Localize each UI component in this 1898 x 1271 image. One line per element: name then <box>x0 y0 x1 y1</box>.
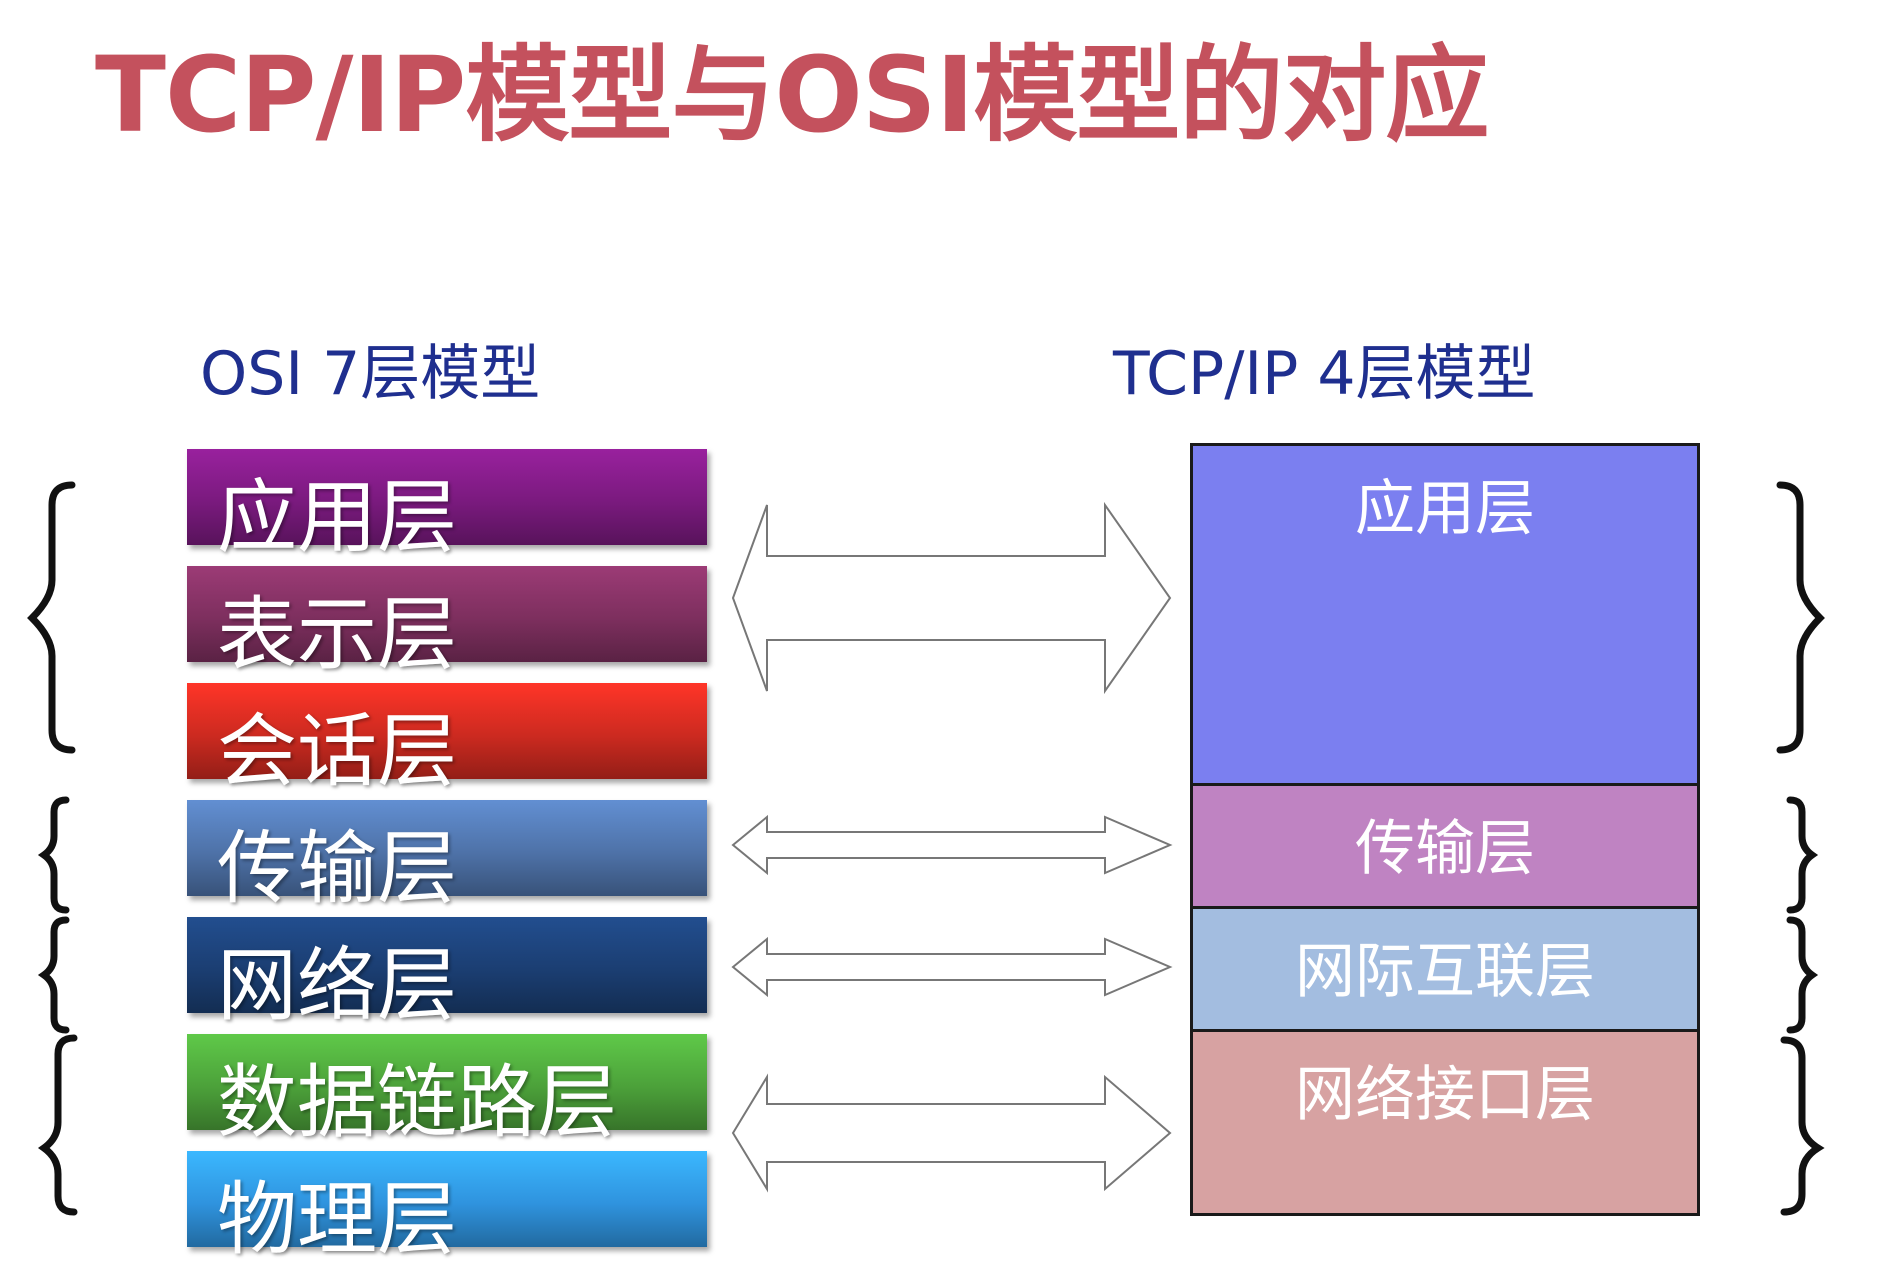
double-arrow-icon <box>731 1073 1172 1193</box>
tcpip-layer-application: 应用层 <box>1193 446 1697 783</box>
right-brace-icon <box>1776 481 1825 754</box>
osi-layer-label: 表示层 <box>217 588 457 681</box>
tcpip-heading: TCP/IP 4层模型 <box>1113 339 1536 409</box>
osi-layer-label: 物理层 <box>217 1173 457 1266</box>
osi-layer-data-link: 数据链路层 <box>187 1034 707 1149</box>
tcpip-stack: 应用层 传输层 网际互联层 网络接口层 <box>1190 443 1700 1216</box>
left-brace-icon <box>37 1034 78 1216</box>
double-arrow-icon <box>731 814 1173 876</box>
tcpip-layer-label: 网络接口层 <box>1295 1060 1595 1130</box>
osi-layer-label: 传输层 <box>217 822 457 915</box>
tcpip-layer-network-interface: 网络接口层 <box>1193 1029 1697 1213</box>
tcpip-layer-label: 传输层 <box>1355 814 1535 884</box>
tcpip-layer-transport: 传输层 <box>1193 783 1697 906</box>
left-brace-icon <box>37 796 70 914</box>
osi-layer-transport: 传输层 <box>187 800 707 915</box>
right-brace-icon <box>1786 796 1819 914</box>
osi-layer-physical: 物理层 <box>187 1151 707 1266</box>
osi-layer-network: 网络层 <box>187 917 707 1032</box>
double-arrow-icon <box>731 501 1172 695</box>
tcpip-layer-internet: 网际互联层 <box>1193 906 1697 1029</box>
tcpip-layer-label: 应用层 <box>1355 474 1535 544</box>
tcpip-layer-label: 网际互联层 <box>1295 937 1595 1007</box>
right-brace-icon <box>1786 916 1819 1034</box>
osi-heading: OSI 7层模型 <box>200 339 541 409</box>
right-brace-icon <box>1780 1036 1825 1216</box>
left-brace-icon <box>27 481 76 754</box>
page-title: TCP/IP模型与OSI模型的对应 <box>95 34 1489 156</box>
osi-layer-label: 应用层 <box>217 471 457 564</box>
osi-layer-session: 会话层 <box>187 683 707 798</box>
osi-layer-presentation: 表示层 <box>187 566 707 681</box>
osi-layer-label: 数据链路层 <box>217 1056 617 1149</box>
osi-layer-label: 会话层 <box>217 705 457 798</box>
double-arrow-icon <box>731 936 1173 998</box>
osi-layer-label: 网络层 <box>217 939 457 1032</box>
osi-layer-application: 应用层 <box>187 449 707 564</box>
left-brace-icon <box>37 916 70 1034</box>
